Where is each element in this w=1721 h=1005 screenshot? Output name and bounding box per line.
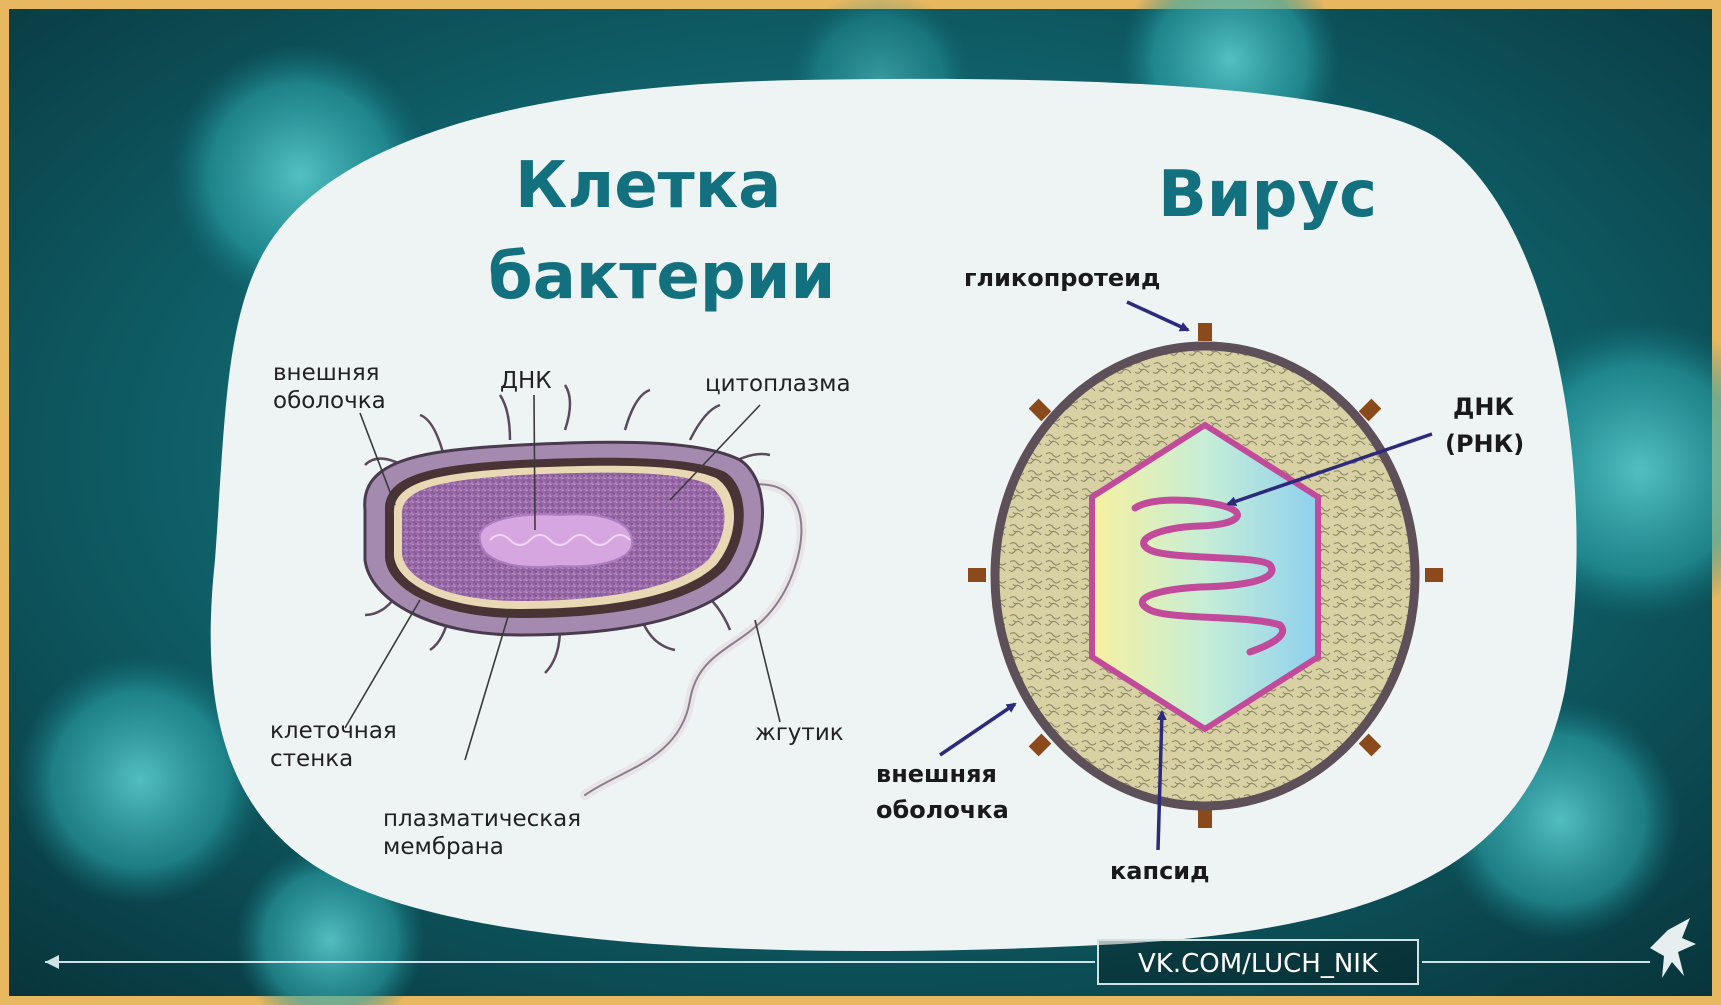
label-glycoprotein: гликопротеид xyxy=(964,264,1160,292)
label-outer-shell-2: оболочка xyxy=(273,388,386,414)
label-membrane-2: мембрана xyxy=(383,834,504,860)
label-dna: ДНК xyxy=(500,368,552,394)
virus-title: Вирус xyxy=(1158,158,1377,232)
label-outer-shell: внешняя xyxy=(273,360,380,386)
label-virus-outer-shell-2: оболочка xyxy=(876,796,1009,824)
label-virus-outer-shell: внешняя xyxy=(876,760,997,788)
label-membrane: плазматическая xyxy=(383,806,581,832)
footer-link[interactable]: VK.COM/LUCH_NIK xyxy=(1138,949,1379,979)
label-virus-dna: ДНК xyxy=(1453,393,1514,421)
label-virus-rna: (РНК) xyxy=(1445,430,1524,458)
label-flagellum: жгутик xyxy=(755,720,844,746)
bacteria-title-line2: бактерии xyxy=(488,240,835,314)
label-cytoplasm: цитоплазма xyxy=(705,371,851,397)
label-cell-wall: клеточная xyxy=(270,718,397,744)
bacteria-title-line1: Клетка xyxy=(515,149,781,223)
label-cell-wall-2: стенка xyxy=(270,746,353,772)
label-capsid: капсид xyxy=(1110,857,1210,885)
